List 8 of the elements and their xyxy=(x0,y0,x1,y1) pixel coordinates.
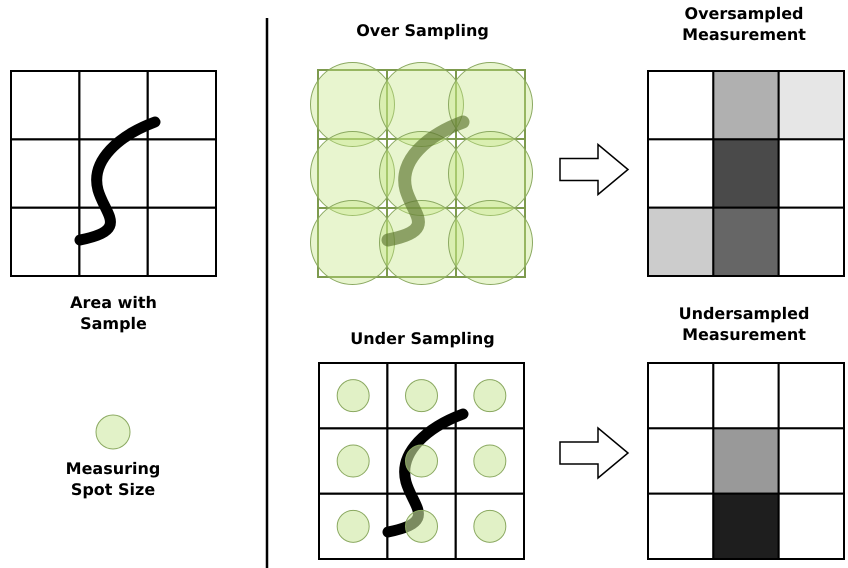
block-arrow xyxy=(559,142,630,196)
panel-heading: Area with Sample xyxy=(69,292,158,334)
panel-heading: Oversampled Measurement xyxy=(681,3,807,45)
panel-heading: Under Sampling xyxy=(349,328,496,349)
panel-heading: Over Sampling xyxy=(355,20,490,41)
panel-heading: Measuring Spot Size xyxy=(64,458,162,500)
block-arrow xyxy=(559,426,630,480)
panel-heading: Undersampled Measurement xyxy=(678,303,810,345)
